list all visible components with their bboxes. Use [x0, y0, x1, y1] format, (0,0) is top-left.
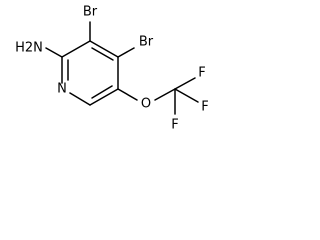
bond-c4-br — [117, 47, 135, 58]
bond-o-cf3 — [154, 88, 176, 101]
molecule-svg: H2N Br Br N O F F F — [15, 5, 209, 133]
structure-diagram: H2N Br Br N O F F F — [0, 0, 238, 138]
bond-c-f-right — [174, 88, 199, 103]
bond-c2-c3 — [61, 40, 91, 58]
bond-c5-c6 — [89, 88, 119, 106]
bond-c6-n1 — [69, 92, 91, 106]
amine-label: H2N — [15, 41, 43, 56]
bond-c2-amine — [45, 47, 63, 58]
fluorine-bottom-label: F — [171, 118, 178, 133]
bond-c5-o — [117, 88, 138, 101]
fluorine-right-label: F — [201, 100, 208, 115]
bond-c3-c4 — [89, 40, 119, 58]
bond-c3-c4-inner — [91, 47, 114, 61]
fluorine-top-label: F — [198, 66, 205, 81]
ether-oxygen-label: O — [141, 97, 151, 112]
bromine-3-label: Br — [83, 5, 98, 20]
ring-nitrogen-label: N — [57, 82, 67, 97]
bond-c-f-top — [174, 77, 196, 90]
bromine-4-label: Br — [139, 35, 154, 50]
bond-c5-c6-inner — [91, 85, 113, 99]
